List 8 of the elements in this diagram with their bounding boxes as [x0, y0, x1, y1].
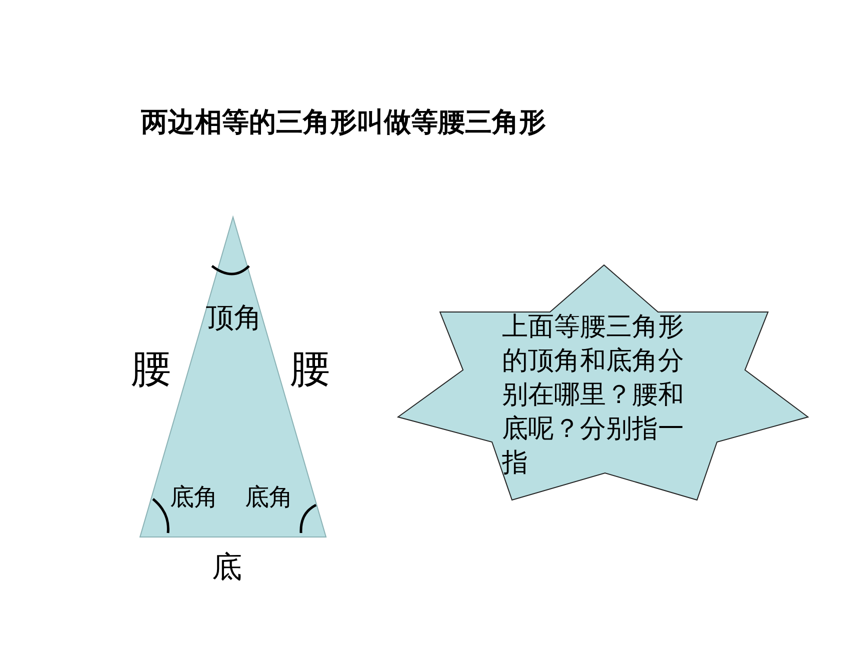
angle-label: 底角: [170, 485, 218, 509]
side-label: 腰: [131, 349, 171, 389]
side-label: 腰: [290, 349, 330, 389]
side-label: 底: [212, 553, 242, 583]
title: 两边相等的三角形叫做等腰三角形: [141, 109, 546, 136]
angle-label: 底角: [245, 485, 293, 509]
question-text: 上面等腰三角形的顶角和底角分别在哪里？腰和底呢？分别指一指: [502, 311, 685, 480]
angle-label: 顶角: [206, 304, 262, 332]
